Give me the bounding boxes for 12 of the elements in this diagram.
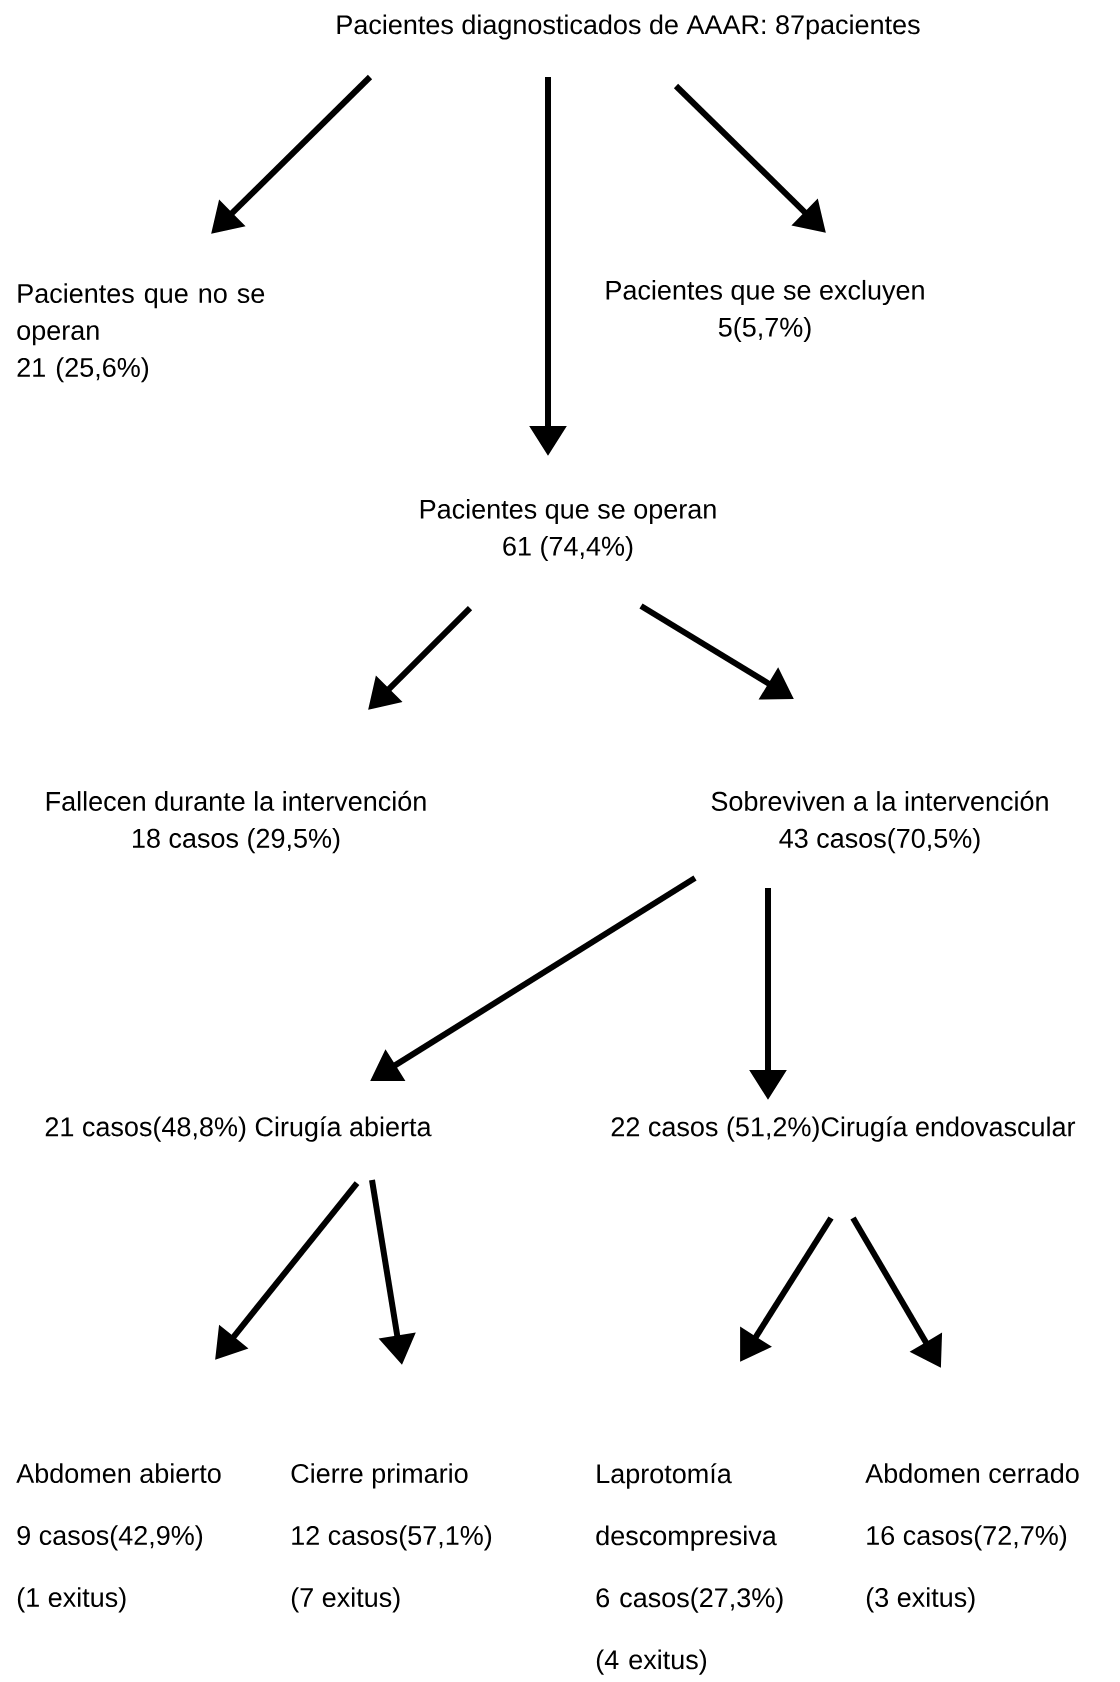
node-text: 21 casos(48,8%) Cirugía abierta (45, 1116, 432, 1142)
node-text: Sobreviven a la intervención 43 casos(70,5%) (711, 790, 1048, 854)
node-text: Pacientes que se excluyen 5(5,7%) (606, 279, 924, 343)
node-text: Laprotomía descompresiva 6 casos(27,3%) (4 exitus) (596, 1463, 783, 1675)
node-text: Fallecen durante la intervención 18 casos (29,5%) (46, 790, 426, 854)
node-text: Pacientes diagnosticados de AAAR: 87pacientes (337, 14, 920, 40)
node-text: Abdomen abierto 9 casos(42,9%) (1 exitus) (16, 1463, 221, 1613)
node-text: Abdomen cerrado 16 casos(72,7%) (3 exitus) (865, 1463, 1079, 1613)
node-text: Cierre primario 12 casos(57,1%) (7 exitus) (291, 1463, 492, 1613)
node-text: 22 casos (51,2%)Cirugía endovascular (611, 1116, 1076, 1142)
node-text: Pacientes que se operan 61 (74,4%) (420, 498, 716, 562)
node-text: Pacientes que no se operan 21 (25,6%) (17, 283, 265, 383)
